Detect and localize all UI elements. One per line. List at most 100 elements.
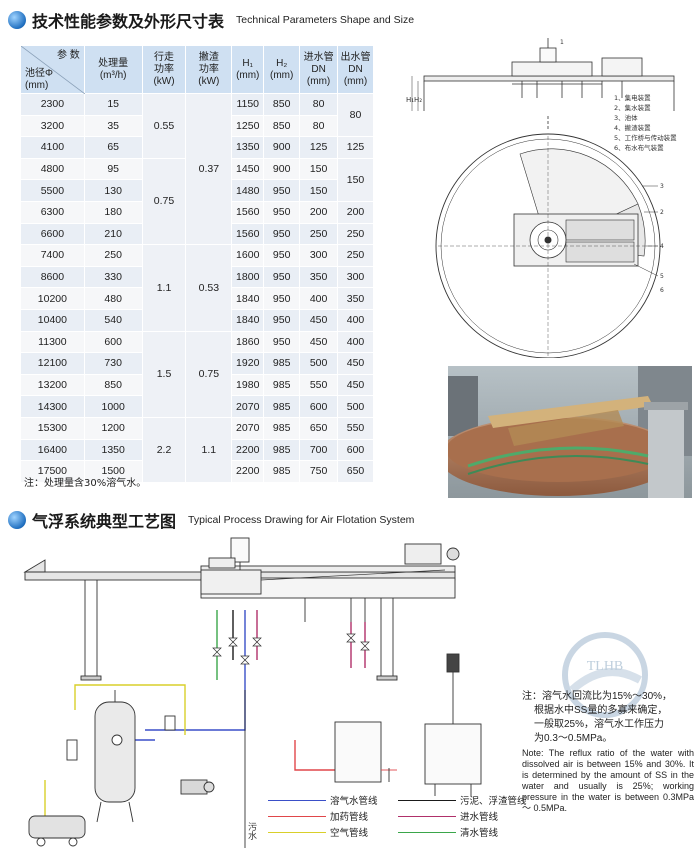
cell-inlet: 650 — [299, 416, 339, 440]
cell-h1: 1150 — [231, 93, 265, 116]
elevation-view — [411, 38, 675, 131]
cell-h1: 1980 — [231, 373, 265, 397]
legend-label: 加药管线 — [330, 812, 369, 823]
section-title-cn: 技术性能参数及外形尺寸表 — [32, 12, 225, 31]
legend-label: 污泥、浮渣管线 — [460, 796, 527, 807]
cell-outlet: 350 — [337, 287, 374, 310]
drawing-legend-4: 4、撇渣装置 — [614, 123, 651, 132]
cell-flow: 95 — [83, 157, 143, 181]
legend-item: 清水管线 — [398, 825, 498, 839]
cell-inlet: 250 — [299, 222, 339, 246]
header-h2: H₂(mm) — [263, 45, 301, 94]
cell-outlet: 200 — [337, 200, 374, 224]
cell-walk-power: 0.55 — [141, 93, 187, 159]
cell-inlet: 80 — [299, 114, 339, 138]
cell-diameter: 17500 — [20, 460, 85, 483]
legend-line — [398, 815, 456, 817]
cell-inlet: 200 — [299, 200, 339, 224]
cell-skim-power: 0.37 — [185, 92, 233, 246]
note-en: Note: The reflux ratio of the water with… — [522, 748, 694, 813]
cell-inlet: 125 — [299, 136, 339, 159]
cell-inlet: 600 — [299, 395, 339, 418]
cell-diameter: 4800 — [20, 157, 85, 181]
cell-outlet: 400 — [337, 308, 374, 332]
cell-h1: 1840 — [231, 287, 265, 310]
cell-h2: 850 — [263, 114, 301, 138]
cell-h2: 850 — [263, 93, 301, 116]
cell-flow: 1350 — [83, 438, 143, 462]
plan-view — [435, 133, 661, 358]
cell-inlet: 80 — [299, 93, 339, 116]
cell-diameter: 8600 — [20, 265, 85, 289]
cell-flow: 330 — [83, 265, 143, 289]
dissolving-air-tank — [66, 690, 215, 823]
callout-1: 1 — [560, 39, 564, 46]
cell-skim-power: 1.1 — [185, 416, 233, 483]
cell-diameter: 16400 — [20, 438, 85, 462]
legend-line — [268, 815, 326, 817]
section2-title-en: Typical Process Drawing for Air Flotatio… — [188, 514, 415, 526]
legend-line — [398, 799, 456, 801]
cell-outlet: 250 — [337, 222, 374, 246]
cell-h1: 1480 — [231, 179, 265, 202]
flotation-tank — [23, 537, 460, 681]
cell-flow: 730 — [83, 352, 143, 375]
cell-h1: 2200 — [231, 460, 265, 483]
drawing-legend-1: 1、集电装置 — [614, 93, 651, 102]
cell-h2: 985 — [263, 416, 301, 440]
cell-outlet: 250 — [337, 244, 374, 267]
cell-diameter: 12100 — [20, 352, 85, 375]
cell-inlet: 700 — [299, 438, 339, 462]
callout-2: 2 — [660, 209, 664, 216]
cell-h2: 900 — [263, 157, 301, 181]
cell-h2: 985 — [263, 438, 301, 462]
cell-diameter: 15300 — [20, 416, 85, 440]
cell-h2: 950 — [263, 200, 301, 224]
cell-flow: 480 — [83, 287, 143, 310]
cell-h2: 950 — [263, 222, 301, 246]
cell-outlet: 300 — [337, 265, 374, 289]
cell-diameter: 5500 — [20, 179, 85, 202]
note-cn-line-1: 注：溶气水回流比为15%～30%， — [522, 691, 673, 702]
section-process-drawing-title: 气浮系统典型工艺图 Typical Process Drawing for Ai… — [8, 508, 414, 532]
cell-h2: 950 — [263, 287, 301, 310]
legend-label: 溶气水管线 — [330, 796, 378, 807]
callout-6: 6 — [660, 287, 664, 294]
cell-h1: 2070 — [231, 416, 265, 440]
cell-flow: 540 — [83, 308, 143, 332]
dim-h1: H₁ — [406, 96, 414, 104]
cell-flow: 65 — [83, 136, 143, 159]
cell-h2: 950 — [263, 330, 301, 354]
chemical-dosing-tank — [334, 653, 482, 796]
cell-diameter: 7400 — [20, 244, 85, 267]
cell-inlet: 300 — [299, 244, 339, 267]
cell-diameter: 4100 — [20, 136, 85, 159]
cell-flow: 15 — [83, 93, 143, 116]
process-flow-diagram: 污水 — [23, 537, 482, 848]
cell-h2: 985 — [263, 373, 301, 397]
structure-drawing: H₁ H₂ 1、集电装置 2、集水装置 3、池体 4、撇渣装置 5、工作桥与传动… — [406, 38, 677, 358]
cell-walk-power: 2.2 — [141, 416, 187, 483]
cell-diameter: 11300 — [20, 330, 85, 354]
legend-item: 溶气水管线 — [268, 793, 378, 807]
cell-inlet: 500 — [299, 352, 339, 375]
cell-inlet: 450 — [299, 308, 339, 332]
technical-parameters-table: 参 数 池径Φ (mm) 处理量(m³/h) 行走功率(kW) 撇渣功率(kW)… — [20, 45, 374, 483]
legend-line — [398, 831, 456, 833]
cell-inlet: 450 — [299, 330, 339, 354]
dim-h2: H₂ — [414, 96, 422, 104]
cell-inlet: 550 — [299, 373, 339, 397]
valves — [212, 633, 370, 665]
cell-inlet: 400 — [299, 287, 339, 310]
pipelines — [44, 610, 366, 848]
header-diameter-unit: (mm) — [25, 80, 49, 91]
